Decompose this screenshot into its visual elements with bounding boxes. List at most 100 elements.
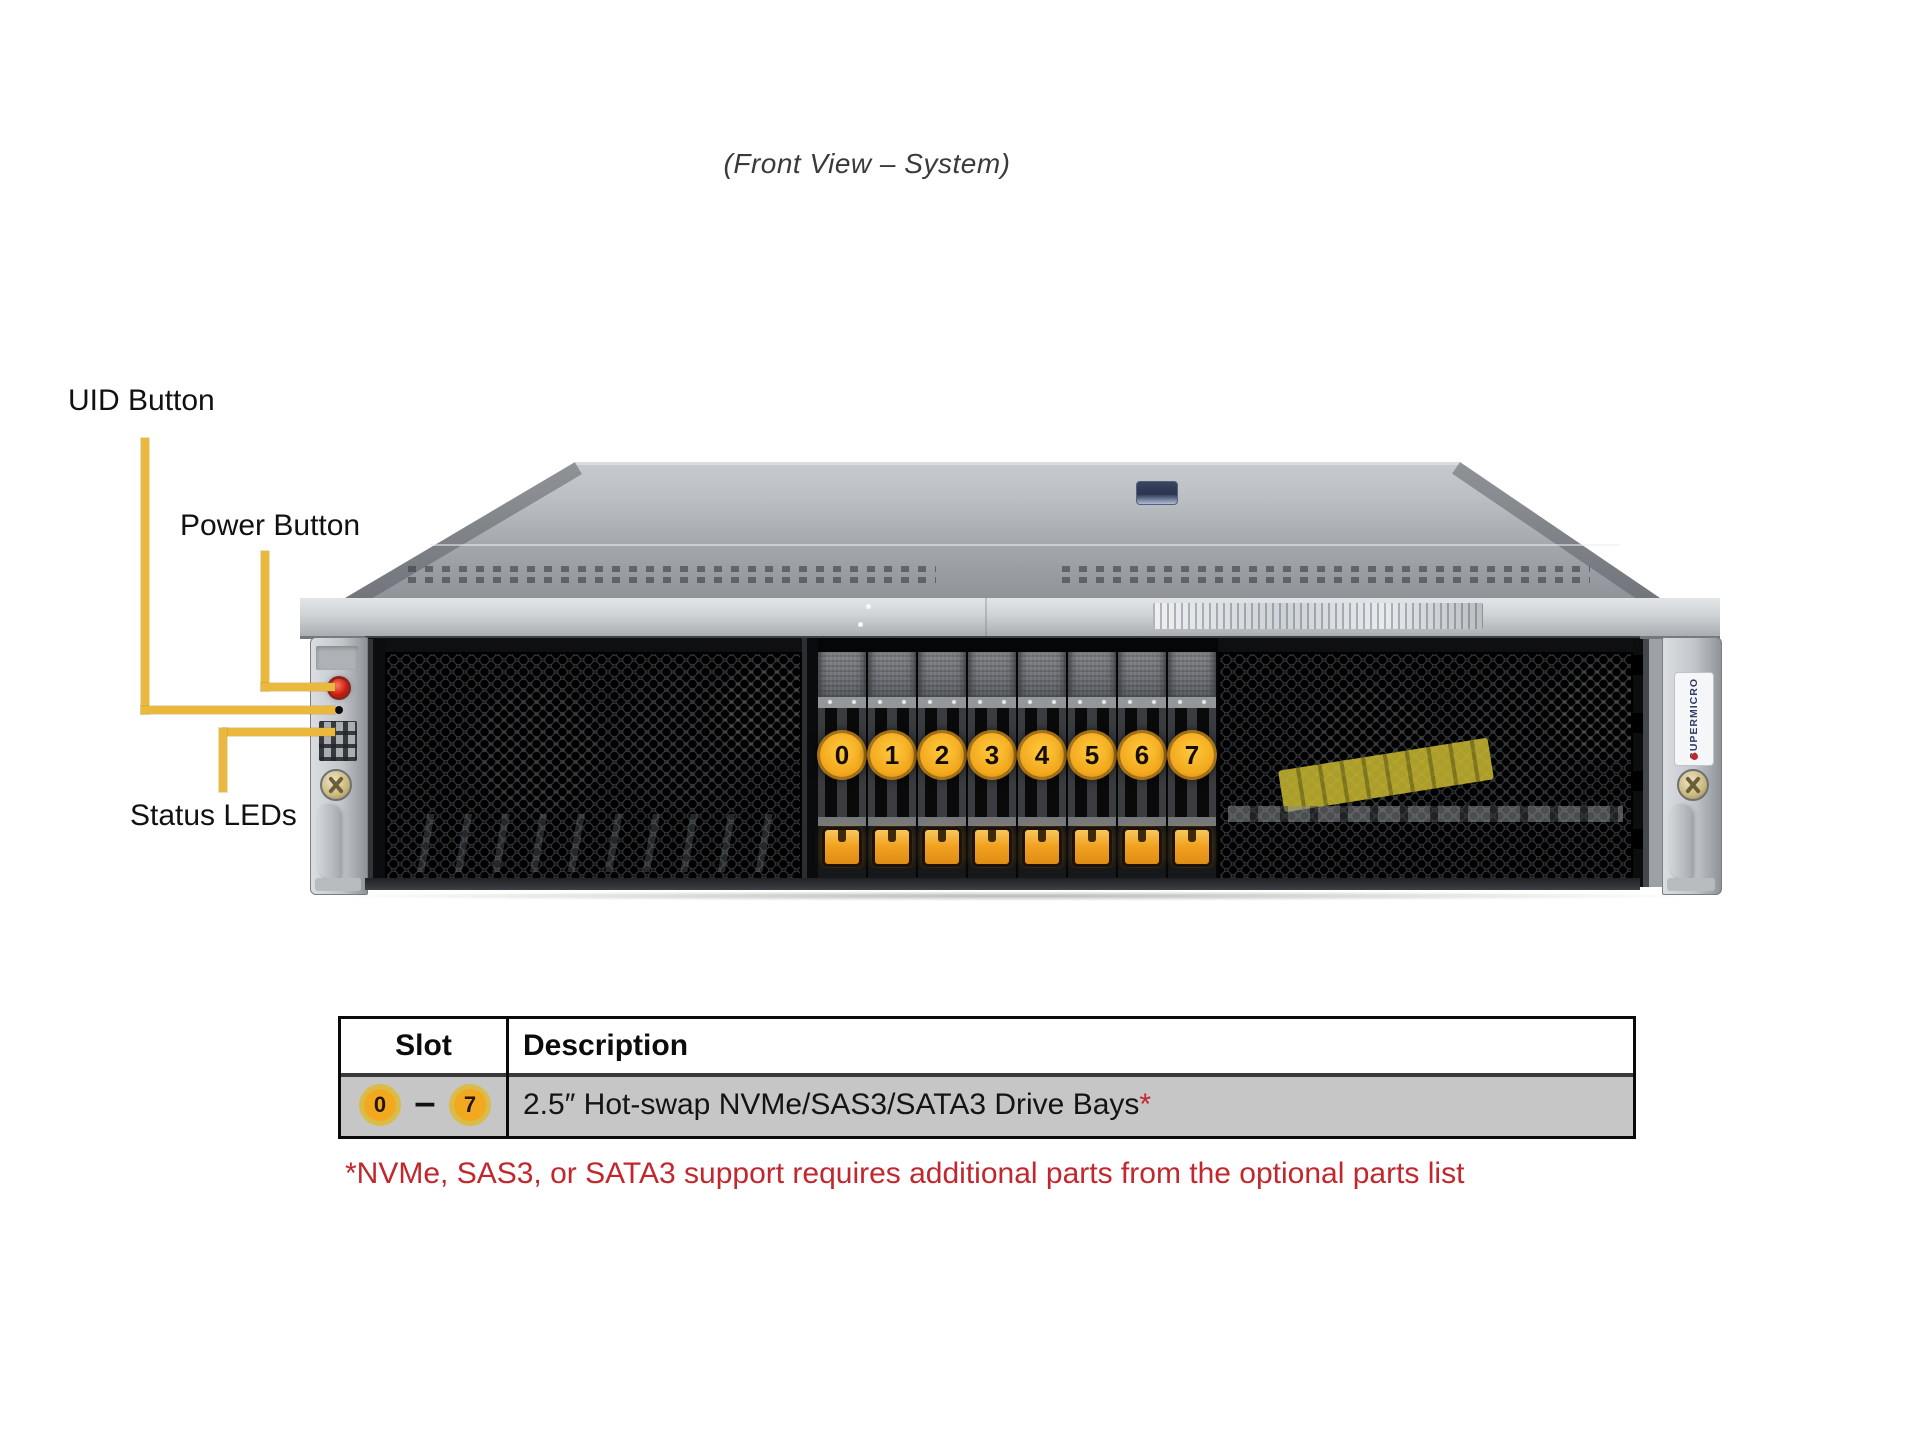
drive-bay-number: 2 xyxy=(934,739,950,770)
right-mesh-panel xyxy=(1218,652,1633,882)
drive-tray-latch xyxy=(825,830,859,864)
table-header-description: Description xyxy=(523,1029,689,1062)
drive-tray-latch xyxy=(925,830,959,864)
barcode-sticker xyxy=(1153,603,1483,629)
slot-range-start-badge: 0 xyxy=(359,1084,401,1126)
drive-tray-ridge xyxy=(1118,697,1166,708)
drive-tray-handle xyxy=(818,652,866,697)
drive-tray-handle xyxy=(1018,652,1066,697)
status-callout-line-horizontal xyxy=(223,728,335,736)
slot-range-dash: – xyxy=(414,1082,436,1124)
drive-bay-number: 3 xyxy=(984,739,1000,770)
slot-description-table: Slot Description 0 – 7 2.5″ Hot-swap NVM… xyxy=(338,1016,1636,1139)
status-leds-icon xyxy=(319,721,357,761)
drive-tray-strip xyxy=(1118,817,1166,826)
drive-bay-number: 1 xyxy=(884,739,900,770)
drive-tray-strip xyxy=(1068,817,1116,826)
table-header-slot: Slot xyxy=(395,1029,452,1062)
top-vent-slots-left xyxy=(408,564,936,586)
right-mesh-slat-band xyxy=(1228,806,1623,822)
chassis-top-seam xyxy=(430,544,1620,546)
left-mesh-bottom-vents xyxy=(397,814,790,872)
drive-tray-latch xyxy=(1175,830,1209,864)
drive-tray-strip xyxy=(1018,817,1066,826)
drive-tray-strip xyxy=(818,817,866,826)
table-column-divider xyxy=(506,1019,509,1136)
drive-bay: 6 xyxy=(1118,652,1166,886)
drive-bay: 0 xyxy=(818,652,866,886)
left-ear-lock-icon xyxy=(320,769,352,801)
drive-bay: 2 xyxy=(918,652,966,886)
lip-seam xyxy=(985,598,987,636)
footnote-text: *NVMe, SAS3, or SATA3 support requires a… xyxy=(345,1157,1465,1190)
figure-title: (Front View – System) xyxy=(723,148,1011,179)
power-callout-line-vertical xyxy=(261,551,269,691)
table-cell-description: 2.5″ Hot-swap NVMe/SAS3/SATA3 Drive Bays… xyxy=(523,1077,1151,1133)
uid-callout-line-horizontal xyxy=(141,706,335,714)
drive-bay-number: 6 xyxy=(1134,739,1150,770)
description-asterisk: * xyxy=(1139,1088,1152,1121)
chassis-top-badge xyxy=(1136,481,1178,505)
drive-bay-number-badge: 3 xyxy=(970,733,1014,777)
drive-bay-number-badge: 1 xyxy=(870,733,914,777)
chassis-right-edge xyxy=(1452,462,1660,598)
uid-button-label: UID Button xyxy=(68,384,215,417)
drive-bay: 1 xyxy=(868,652,916,886)
drive-tray-ridge xyxy=(818,697,866,708)
chassis-front-lip xyxy=(300,598,1720,639)
left-ear-foot xyxy=(315,878,361,891)
drive-tray-strip xyxy=(968,817,1016,826)
drive-tray-handle xyxy=(868,652,916,697)
drive-bay-number: 0 xyxy=(834,739,850,770)
drive-bay-number: 4 xyxy=(1034,739,1050,770)
drive-tray-latch xyxy=(875,830,909,864)
drive-tray-ridge xyxy=(1068,697,1116,708)
drive-bay-number-badge: 0 xyxy=(820,733,864,777)
drive-tray-handle xyxy=(968,652,1016,697)
drive-bay-number-badge: 2 xyxy=(920,733,964,777)
left-mesh-panel xyxy=(385,652,802,882)
right-ear-handle xyxy=(1670,804,1692,878)
drive-tray-handle xyxy=(1068,652,1116,697)
drive-tray-latch xyxy=(1075,830,1109,864)
chassis-top-back-highlight xyxy=(575,462,1460,465)
left-ear-pad xyxy=(316,646,358,670)
drive-tray-ridge xyxy=(1018,697,1066,708)
supermicro-logo-dot xyxy=(1691,753,1698,760)
top-vent-slots-right xyxy=(1062,564,1590,586)
power-callout-line-horizontal xyxy=(261,683,335,691)
drive-bay-area: 0 1 2 xyxy=(802,638,1218,886)
drive-bay: 3 xyxy=(968,652,1016,886)
drive-tray-ridge xyxy=(1168,697,1216,708)
status-callout-line-vertical xyxy=(219,728,227,792)
uid-callout-line-vertical xyxy=(141,438,149,714)
drive-bay-number: 7 xyxy=(1184,739,1200,770)
left-rack-ear xyxy=(310,637,368,895)
slot-range-end-badge: 7 xyxy=(449,1084,491,1126)
drive-tray-handle xyxy=(918,652,966,697)
drive-bay-number: 5 xyxy=(1084,739,1100,770)
chassis-top-face xyxy=(345,462,1660,598)
internal-yellow-sticker xyxy=(1278,737,1494,813)
drive-bay: 5 xyxy=(1068,652,1116,886)
drive-tray-ridge xyxy=(968,697,1016,708)
bezel-left-frame xyxy=(365,639,385,887)
chassis-shadow xyxy=(320,891,1710,901)
drive-bay-number-badge: 4 xyxy=(1020,733,1064,777)
drive-tray-latch xyxy=(1125,830,1159,864)
drive-tray-ridge xyxy=(918,697,966,708)
status-leds-label: Status LEDs xyxy=(130,799,297,832)
right-rack-ear: SUPERMICRO xyxy=(1662,637,1722,895)
drive-tray-latch xyxy=(1025,830,1059,864)
chassis-left-edge xyxy=(345,462,582,598)
drive-tray-latch xyxy=(975,830,1009,864)
right-ear-lock-icon xyxy=(1677,769,1709,801)
power-button-label: Power Button xyxy=(180,509,361,542)
supermicro-brand-text: SUPERMICRO xyxy=(1688,678,1700,760)
table-row: 0 – 7 2.5″ Hot-swap NVMe/SAS3/SATA3 Driv… xyxy=(341,1073,1633,1136)
drive-tray-handle xyxy=(1118,652,1166,697)
drive-tray-strip xyxy=(868,817,916,826)
lip-screw xyxy=(866,604,871,609)
drive-bay: 4 xyxy=(1018,652,1066,886)
